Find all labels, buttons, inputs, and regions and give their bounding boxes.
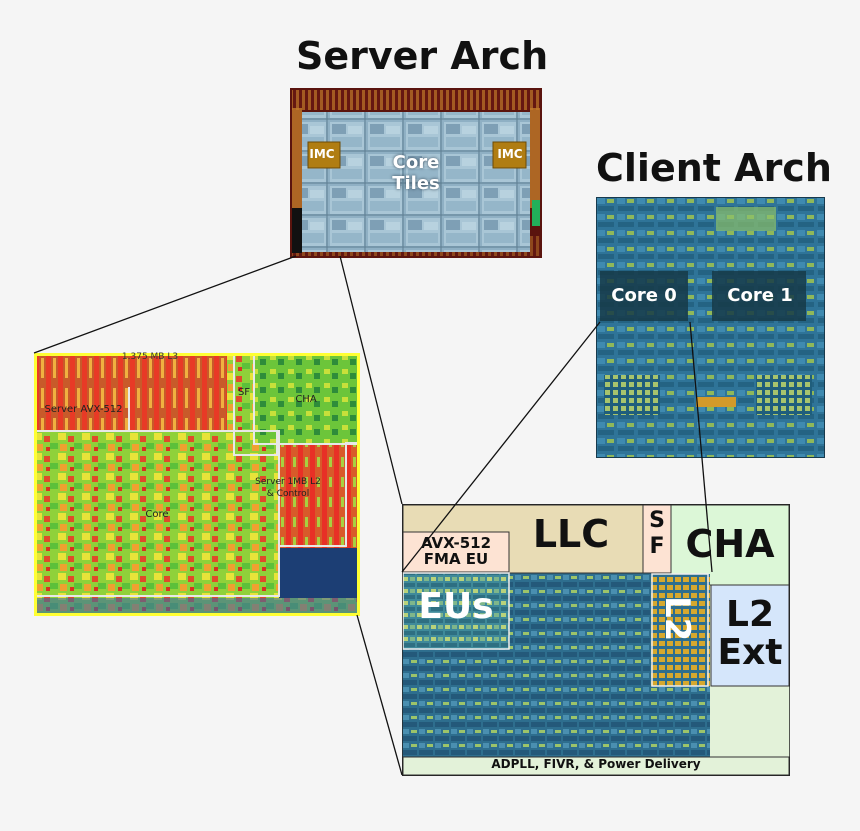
connector-server-heatmap: [33, 255, 297, 354]
sf-label: SF: [237, 387, 251, 398]
connector-heatmap-floorplan: [356, 614, 403, 776]
core-tiles-label: Core Tiles: [380, 152, 452, 194]
eus-label: EUs: [418, 586, 494, 627]
llc-label: LLC: [532, 512, 610, 556]
core1-label: Core 1: [727, 285, 793, 306]
core-label: Core: [145, 509, 169, 520]
client-arch-title: Client Arch: [596, 146, 832, 190]
imc-left-label: IMC: [309, 147, 335, 161]
l3-label: 1.375 MB L3: [121, 352, 179, 362]
core-heatmap-image: [34, 353, 360, 616]
sf-block-label: S F: [644, 508, 670, 560]
sf-block-line2: F: [649, 534, 665, 559]
l2-ext-label: L2 Ext: [712, 596, 788, 672]
client-die-image: [596, 197, 825, 458]
core-floorplan-image: [402, 504, 790, 776]
connector-client-right: [689, 321, 713, 573]
core-tiles-line1: Core: [392, 152, 440, 173]
l2-ext-line1: L2: [726, 594, 774, 635]
core0-label: Core 0: [611, 285, 677, 306]
avx-fma-line2: FMA EU: [423, 550, 489, 568]
connector-client-left: [401, 321, 601, 573]
l2-control-label: Server 1MB L2 & Control: [242, 476, 334, 500]
core-tiles-line2: Tiles: [392, 173, 440, 194]
avx-fma-line1: AVX-512: [420, 534, 492, 552]
imc-right-label: IMC: [497, 147, 523, 161]
l2-ext-line2: Ext: [717, 632, 783, 673]
power-delivery-label: ADPLL, FIVR, & Power Delivery: [491, 757, 701, 771]
avx-fma-label: AVX-512 FMA EU: [404, 535, 508, 567]
avx-label: Server AVX-512: [44, 404, 123, 415]
cha-block-label: CHA: [685, 522, 775, 566]
connector-server-floorplan: [339, 255, 403, 505]
l2-control-line2: & Control: [266, 489, 310, 499]
server-die-image: [290, 88, 542, 258]
sf-block-line1: S: [649, 508, 665, 533]
cha-label: CHA: [295, 394, 317, 405]
server-arch-title: Server Arch: [296, 34, 549, 78]
l2-control-line1: Server 1MB L2: [255, 477, 321, 487]
